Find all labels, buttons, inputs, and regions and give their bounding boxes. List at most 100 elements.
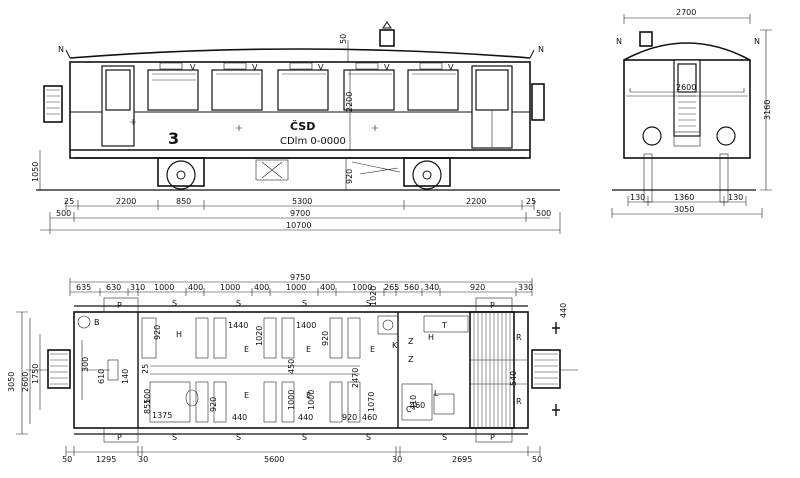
plan-top-dim-9: 1000: [352, 283, 372, 292]
end-height: 3160: [763, 100, 772, 120]
seat-s-8: S: [366, 433, 371, 442]
plan-top-dim-11: 560: [404, 283, 419, 292]
seat-s-4: S: [366, 299, 371, 308]
platform-label-rt: P: [490, 301, 495, 310]
side-roof: [69, 48, 531, 59]
e-label-2: E: [306, 345, 311, 354]
corner-mark-left: N: [58, 45, 64, 54]
end-inner-width: 2600: [676, 83, 696, 92]
luggage-label-1: Z: [408, 337, 414, 346]
plan-top-dim-4: 400: [188, 283, 203, 292]
int-dim-5: 1020: [369, 286, 378, 306]
roof-height-dim: 50: [339, 34, 348, 44]
plan-top-ticks: [69, 288, 533, 296]
side-door-left-window: [105, 69, 131, 111]
plan-top-dim-10: 265: [384, 283, 399, 292]
window-mark-3: V: [318, 63, 324, 72]
end-top-width: 2700: [676, 8, 696, 17]
seat-s-5: S: [172, 433, 177, 442]
buffer-left: [43, 85, 63, 123]
platform-slats: [473, 312, 511, 428]
brake-wheel: [77, 315, 91, 329]
seat-s-6: S: [236, 433, 241, 442]
e-label-4: E: [244, 391, 249, 400]
side-dim-500-right: 500: [536, 209, 551, 218]
luggage-label-2: Z: [408, 355, 414, 364]
toilet-label: T: [441, 321, 447, 330]
plan-overall-length: 9750: [290, 273, 310, 282]
axle-height-dim: 920: [345, 169, 354, 184]
plan-left-h-1750: 1750: [31, 364, 40, 384]
side-dim-overall: 10700: [286, 221, 311, 230]
side-door-right-window: [475, 69, 509, 111]
plan-buffer-left: [47, 349, 71, 389]
side-dim-850: 850: [176, 197, 191, 206]
roof-vent: [379, 29, 395, 47]
brake-label: B: [94, 318, 100, 327]
side-dim-25-left: 25: [64, 197, 74, 206]
end-corner-left: N: [616, 37, 622, 46]
int-dim-11: 1000: [307, 390, 316, 410]
int-dim-12: 460: [362, 413, 377, 422]
toilet-bowl: [185, 389, 199, 407]
plan-top-dim-6: 400: [254, 283, 269, 292]
plan-bottom-dim-0: 50: [62, 455, 72, 464]
plan-top-dim-1: 630: [106, 283, 121, 292]
end-platform: [469, 311, 515, 429]
corner-mark-right: N: [538, 45, 544, 54]
end-buffer-left: [642, 126, 662, 146]
plan-buffer-right: [531, 349, 561, 389]
int-dim-17: 440: [298, 413, 313, 422]
side-dim-2200-left: 2200: [116, 197, 136, 206]
plan-top-dim-12: 340: [424, 283, 439, 292]
end-dim-130-left: 130: [630, 193, 645, 202]
int-dim-8: 1070: [367, 392, 376, 412]
int-dim-9: 1000: [287, 390, 296, 410]
seat-s-7: S: [302, 433, 307, 442]
end-track-width: 3050: [674, 205, 694, 214]
heater-label: H: [176, 330, 182, 339]
platform-label-rb: P: [490, 433, 495, 442]
int-dim-7: 2470: [351, 368, 360, 388]
end-dim-130-right: 130: [728, 193, 743, 202]
buffer-right: [531, 83, 545, 121]
side-view: V V V V V N N 3 ČSD CDlm 0-0000: [31, 21, 561, 234]
int-dim-3: 1400: [296, 321, 316, 330]
int-dim-4: 920: [321, 331, 330, 346]
int-dim-10: 920: [342, 413, 357, 422]
side-dim-25-right: 25: [526, 197, 536, 206]
plan-top-dim-8: 400: [320, 283, 335, 292]
operator-mark: ČSD: [290, 120, 315, 133]
side-dim-5300: 5300: [292, 197, 312, 206]
int-dim-16: 440: [232, 413, 247, 422]
lamp-label: L: [434, 389, 439, 398]
window-mark-1: V: [190, 63, 196, 72]
plan-top-dim-7: 1000: [286, 283, 306, 292]
int-dim-23: 140: [121, 369, 130, 384]
plan-view: 9750 635 630 310 1000 400 1000 400 1000 …: [7, 273, 578, 464]
bogie-right: [403, 157, 451, 190]
engine-box: [255, 159, 289, 181]
plan-left-h-300: 300: [81, 357, 90, 372]
plan-bottom-dim-6: 50: [532, 455, 542, 464]
side-dim-500-left: 500: [56, 209, 71, 218]
seat-s-2: S: [236, 299, 241, 308]
end-vent: [639, 31, 653, 47]
plan-left-h-610: 610: [97, 369, 106, 384]
int-dim-15: 920: [209, 397, 218, 412]
car-number: 3: [168, 129, 179, 148]
plan-bottom-dim-1: 1295: [96, 455, 116, 464]
int-dim-19: 540: [509, 371, 518, 386]
plan-top-dim-2: 310: [130, 283, 145, 292]
plan-bottom-dim-3: 5600: [264, 455, 284, 464]
toilet-room: [423, 315, 469, 333]
plan-bottom-dim-4: 30: [392, 455, 402, 464]
heater-label-2: H: [428, 333, 434, 342]
side-windows: [147, 62, 459, 111]
side-dim-2200-right: 2200: [466, 197, 486, 206]
plan-bottom-dim-2: 30: [138, 455, 148, 464]
int-dim-2: 1020: [255, 326, 264, 346]
luggage-box: [401, 383, 433, 421]
corner-r-label-2: R: [516, 397, 522, 406]
end-dim-1360: 1360: [674, 193, 694, 202]
